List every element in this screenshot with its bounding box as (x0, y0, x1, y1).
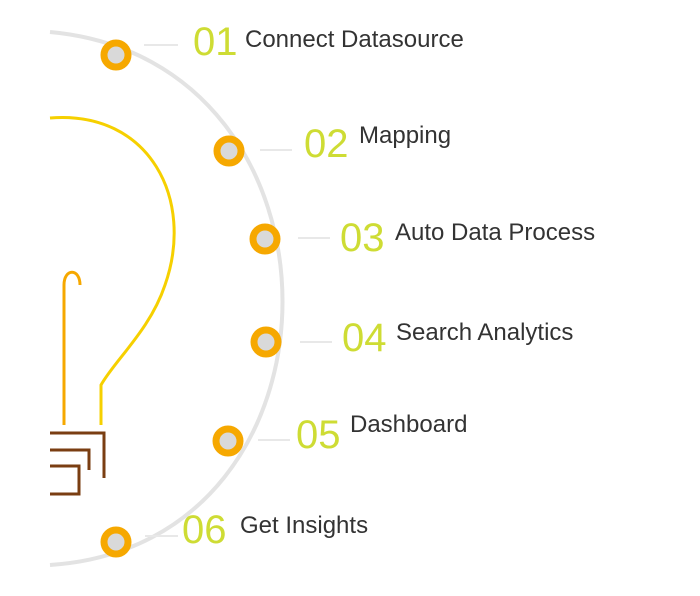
step-label: Mapping (359, 122, 451, 149)
step-label: Search Analytics (396, 319, 573, 346)
step-2: 02 Mapping (213, 122, 451, 167)
step-number: 02 (304, 122, 349, 166)
step-number: 05 (296, 413, 341, 457)
step-3: 03 Auto Data Process (249, 216, 595, 260)
step-5: 05 Dashboard (212, 411, 467, 457)
step-4: 04 Search Analytics (250, 316, 573, 360)
step-label: Auto Data Process (395, 219, 595, 246)
step-6: 06 Get Insights (100, 508, 368, 558)
step-node (250, 326, 282, 358)
timeline-arc (49, 30, 285, 567)
step-number: 01 (193, 20, 238, 64)
step-node (100, 39, 132, 71)
step-label: Connect Datasource (245, 26, 464, 53)
step-label: Dashboard (350, 411, 467, 438)
step-number: 03 (340, 216, 385, 260)
lightbulb-icon (49, 116, 176, 496)
bulb-outline (49, 116, 176, 425)
step-number: 06 (182, 508, 227, 552)
step-node (100, 526, 132, 558)
step-node (249, 223, 281, 255)
step-label: Get Insights (240, 512, 368, 539)
step-node (213, 135, 245, 167)
bulb-base (50, 431, 106, 496)
bulb-filament (62, 270, 82, 425)
step-node (212, 425, 244, 457)
step-1: 01 Connect Datasource (100, 20, 464, 71)
step-number: 04 (342, 316, 387, 360)
